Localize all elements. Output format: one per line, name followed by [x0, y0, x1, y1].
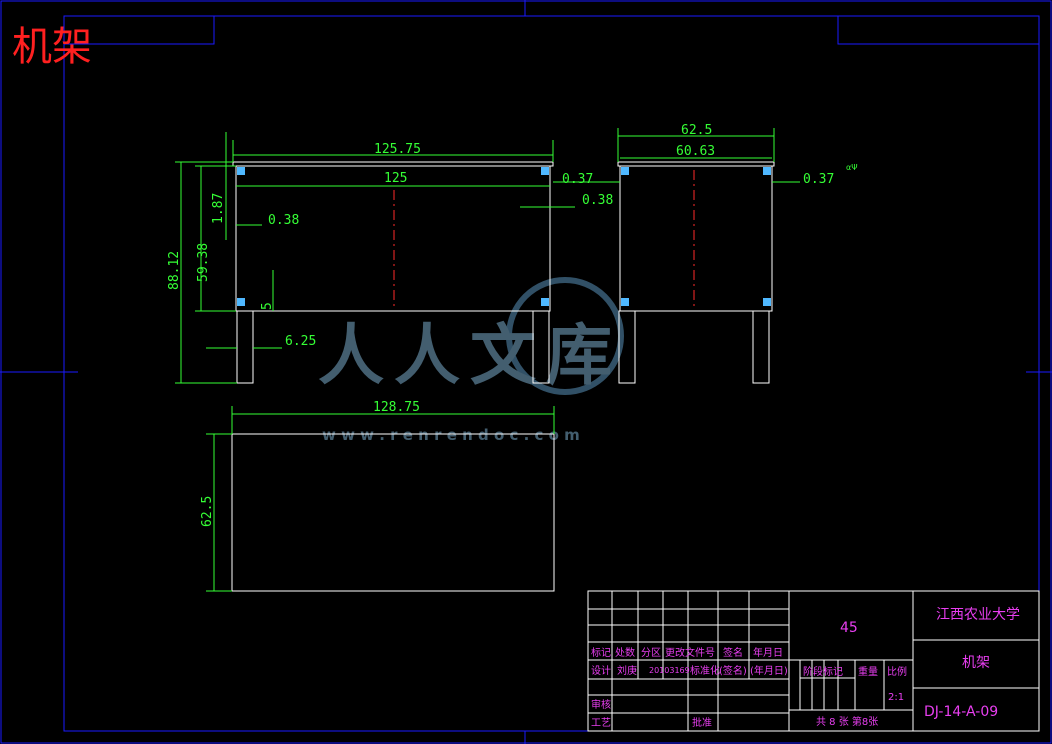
label-student-id: 20103169 [649, 666, 690, 675]
label-design: 设计 [591, 664, 611, 677]
label-process: 工艺 [591, 717, 611, 729]
dim-body-height: 59.38 [196, 243, 211, 282]
weld-markers [237, 167, 549, 306]
dim-side-gap: 0.37 [803, 172, 834, 187]
label-sign-paren: (签名) [719, 664, 747, 677]
label-standardize: 标准化 [690, 664, 720, 677]
label-date-paren: (年月日) [750, 664, 788, 677]
top-plate-view: 128.75 62.5 [200, 400, 555, 592]
label-signature: 签名 [723, 646, 743, 659]
dim-front-top-width: 125.75 [374, 142, 421, 157]
part-name: 机架 [962, 655, 990, 671]
drawing-number: DJ-14-A-09 [924, 704, 998, 720]
dim-overall-height: 88.12 [167, 251, 182, 290]
dim-bottom-block: 5 [260, 302, 275, 310]
dim-plate-height: 62.5 [200, 496, 215, 527]
watermark-brand: 人人文库 [318, 317, 622, 394]
dim-left-thickness: 1.87 [211, 193, 226, 224]
page-title: 机架 [12, 24, 92, 70]
label-change-doc: 更改文件号 [665, 646, 715, 659]
dim-plate-width: 128.75 [373, 400, 420, 415]
label-zone: 分区 [641, 647, 661, 659]
label-count: 处数 [615, 646, 635, 659]
dim-front-gap-b: 0.38 [582, 193, 613, 208]
watermark-logo-icon [506, 277, 624, 395]
front-view: 125.75 125 0.37 0.38 0.38 6.25 88.12 59.… [167, 132, 613, 384]
dim-front-inner-width: 125 [384, 171, 407, 186]
title-block: 标记 处数 分区 更改文件号 签名 年月日 设计 刘庚 20103169 标准化… [587, 590, 1040, 732]
tiny-note: αΨ [846, 163, 858, 172]
watermark: 人人文库 w w w . r e n r e n d o c . c o m [318, 277, 624, 444]
dim-side-inner-width: 60.63 [676, 144, 715, 159]
dim-side-top-width: 62.5 [681, 123, 712, 138]
label-approve: 批准 [692, 716, 712, 729]
label-stage-mark: 阶段标记 [803, 665, 843, 678]
label-scale: 比例 [887, 665, 907, 678]
dim-front-left-gap: 0.38 [268, 213, 299, 228]
dim-front-gap-a: 0.37 [562, 172, 593, 187]
label-mark: 标记 [591, 647, 611, 659]
label-weight: 重量 [858, 665, 878, 678]
watermark-url: w w w . r e n r e n d o c . c o m [322, 426, 580, 444]
dim-leg-width: 6.25 [285, 334, 316, 349]
scale-value: 2:1 [888, 692, 904, 703]
label-designer: 刘庚 [617, 664, 637, 677]
sheet-count: 共 8 张 第8张 [816, 715, 878, 728]
label-date: 年月日 [753, 646, 783, 659]
side-view: 62.5 60.63 0.37 αΨ [598, 123, 858, 384]
school-name: 江西农业大学 [936, 607, 1020, 623]
material: 45 [840, 620, 858, 636]
label-review: 审核 [591, 698, 611, 711]
